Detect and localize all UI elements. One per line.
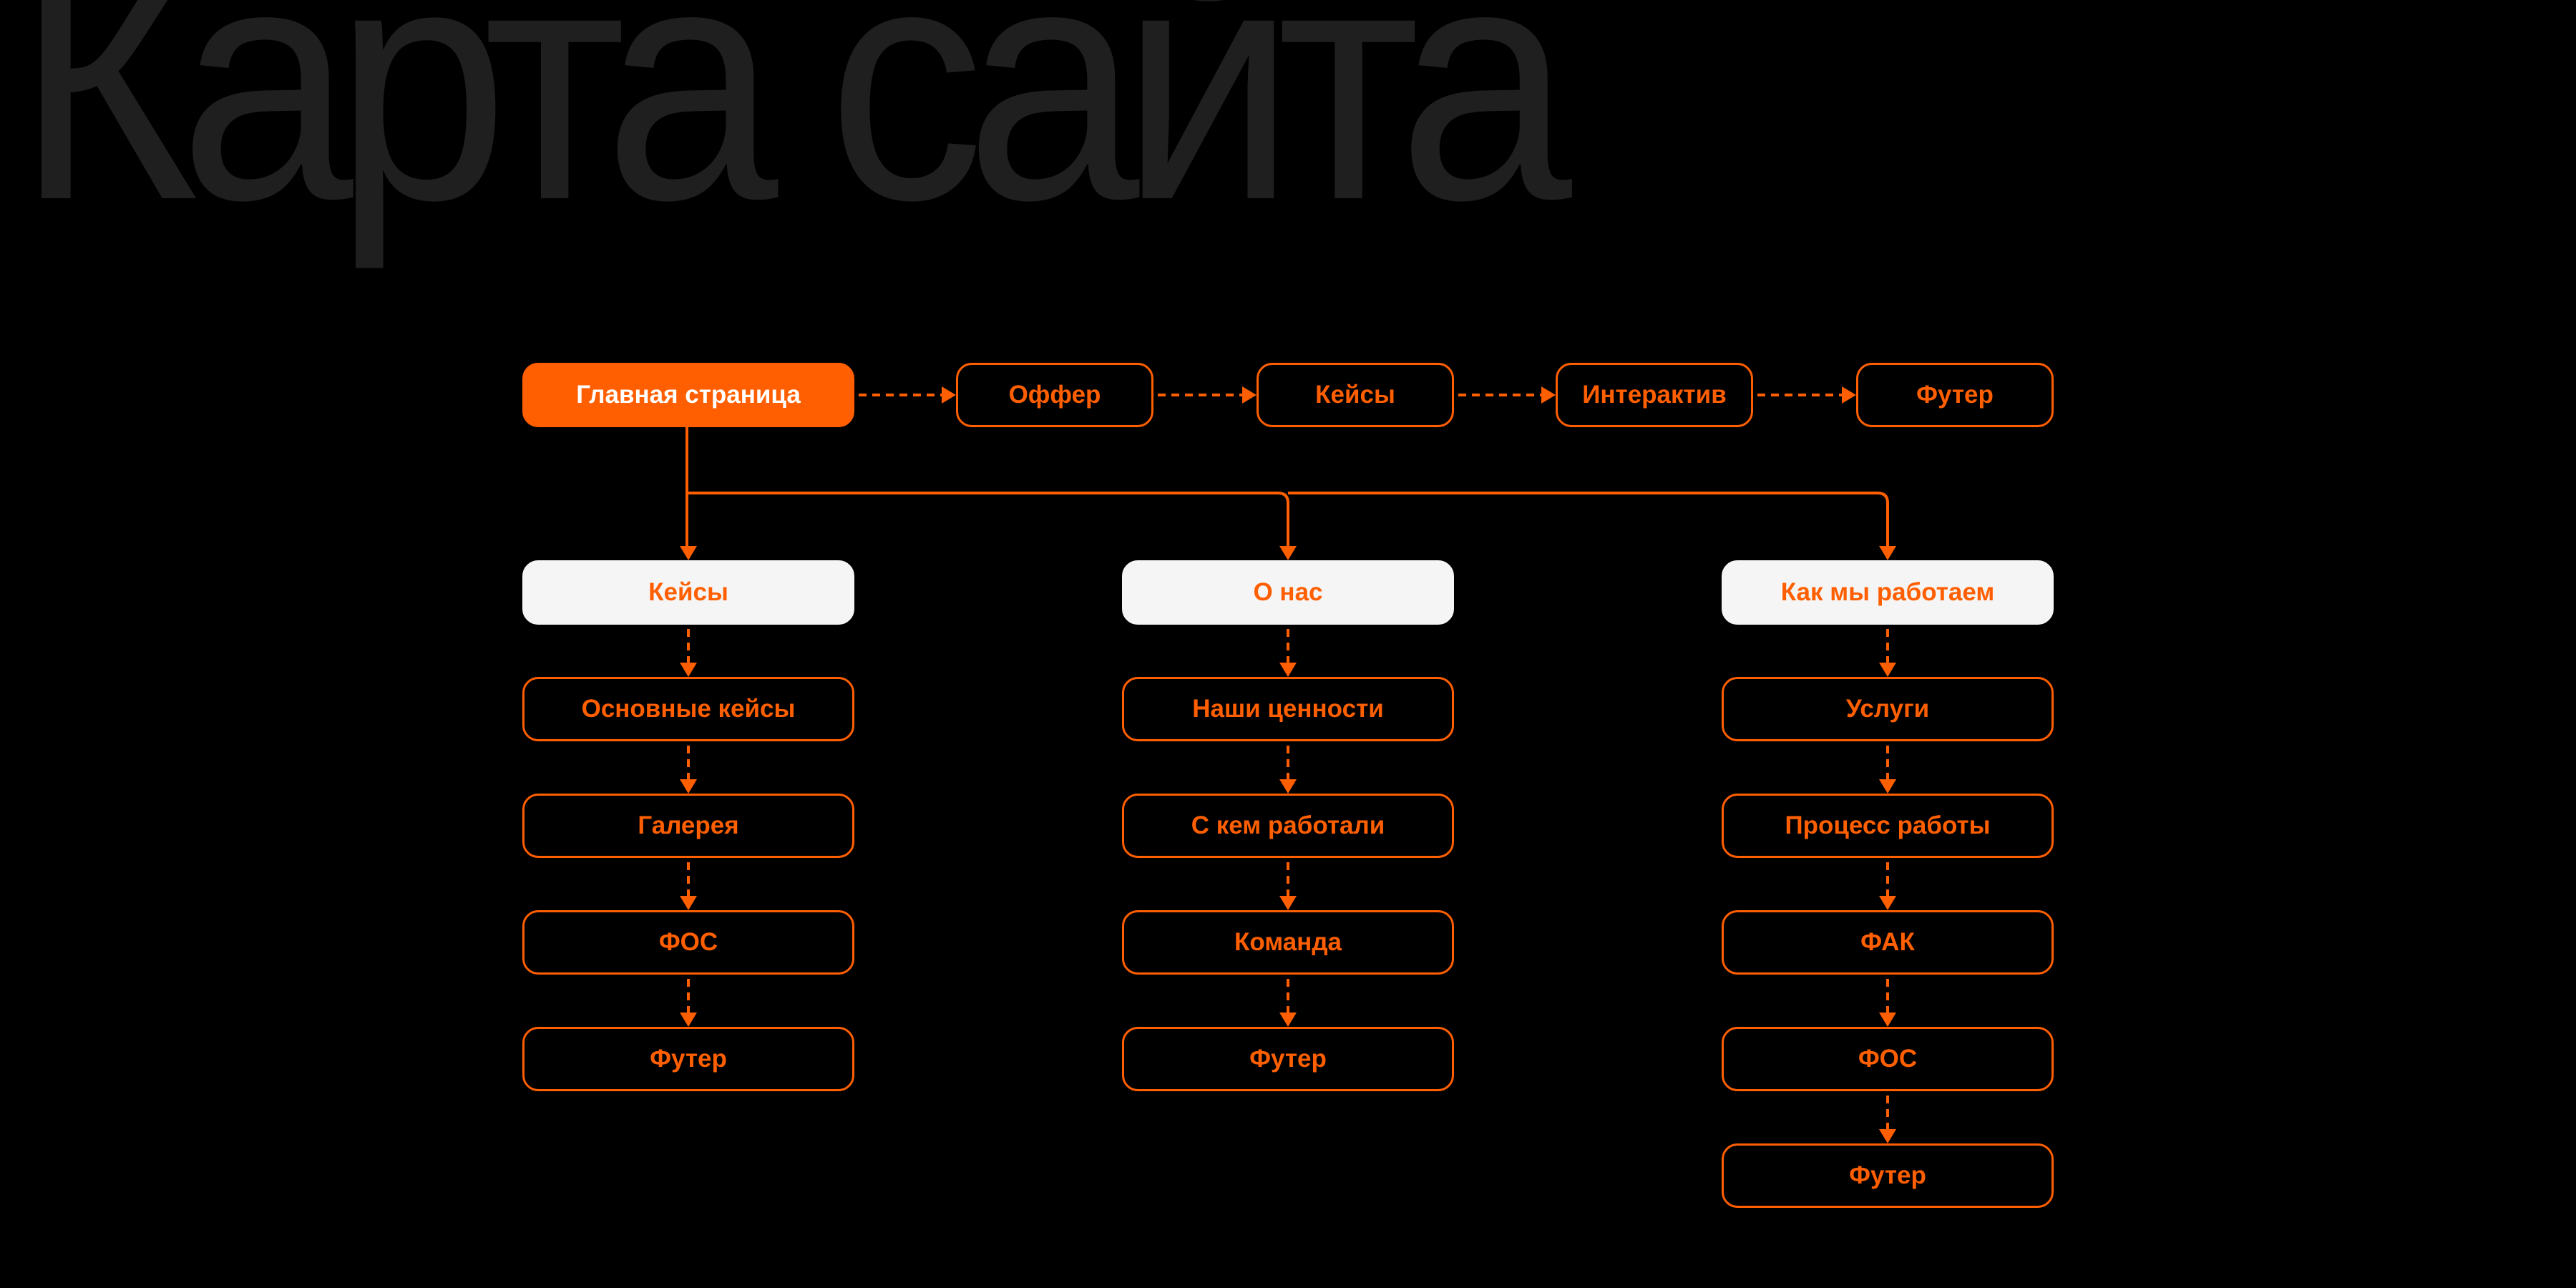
section-node-label: О нас bbox=[1253, 578, 1323, 606]
main-page-node[interactable]: Главная страница bbox=[522, 363, 854, 427]
page-block-node-label: Футер bbox=[1849, 1161, 1926, 1189]
tree-connector bbox=[1288, 492, 1889, 546]
page-block-node[interactable]: Процесс работы bbox=[1722, 794, 2054, 858]
tree-connector bbox=[687, 492, 1289, 546]
arrow-head-icon bbox=[1541, 386, 1556, 404]
page-block-node-label: Галерея bbox=[638, 811, 739, 839]
arrow-head-icon bbox=[1879, 663, 1896, 677]
page-block-node[interactable]: ФОС bbox=[522, 910, 854, 975]
page-block-node-label: ФОС bbox=[1858, 1045, 1918, 1073]
top-flow-node[interactable]: Интерактив bbox=[1556, 363, 1753, 427]
arrow-head-icon bbox=[680, 1013, 697, 1027]
arrow-head-icon bbox=[1279, 896, 1297, 910]
arrow-head-icon bbox=[680, 663, 697, 677]
arrow-head-icon bbox=[1879, 546, 1896, 560]
arrow-head-icon bbox=[1279, 663, 1297, 677]
section-node[interactable]: О нас bbox=[1122, 560, 1454, 625]
page-block-node[interactable]: Футер bbox=[522, 1027, 854, 1091]
arrow-head-icon bbox=[680, 896, 697, 910]
arrow-head-icon bbox=[1842, 386, 1856, 404]
page-block-node-label: Футер bbox=[1249, 1045, 1327, 1073]
page-block-node[interactable]: Основные кейсы bbox=[522, 677, 854, 741]
arrow-head-icon bbox=[680, 546, 697, 560]
page-block-node-label: ФОС bbox=[658, 928, 718, 956]
arrow-head-icon bbox=[1279, 546, 1297, 560]
page-title: Карта сайта bbox=[16, 0, 1572, 270]
section-node-label: Как мы работаем bbox=[1780, 578, 1995, 606]
arrow-head-icon bbox=[1879, 896, 1896, 910]
page-block-node-label: Процесс работы bbox=[1785, 811, 1991, 839]
page-block-node[interactable]: Команда bbox=[1122, 910, 1454, 975]
arrow-head-icon bbox=[1279, 779, 1297, 794]
arrow-head-icon bbox=[1879, 779, 1896, 794]
arrow-head-icon bbox=[1879, 1013, 1896, 1027]
top-flow-node[interactable]: Кейсы bbox=[1257, 363, 1454, 427]
page-block-node[interactable]: ФОС bbox=[1722, 1027, 2054, 1091]
page-block-node[interactable]: Футер bbox=[1722, 1143, 2054, 1208]
page-block-node-label: ФАК bbox=[1860, 928, 1915, 956]
page-block-node[interactable]: Услуги bbox=[1722, 677, 2054, 741]
top-flow-node-label: Футер bbox=[1916, 381, 1994, 409]
top-flow-node[interactable]: Оффер bbox=[956, 363, 1153, 427]
top-flow-node-label: Кейсы bbox=[1315, 381, 1395, 409]
top-flow-node-label: Интерактив bbox=[1582, 381, 1727, 409]
page-block-node-label: Наши ценности bbox=[1192, 695, 1384, 723]
page-block-node[interactable]: Футер bbox=[1122, 1027, 1454, 1091]
main-page-node-label: Главная страница bbox=[576, 381, 801, 409]
page-block-node-label: Основные кейсы bbox=[581, 695, 796, 723]
top-flow-node-label: Оффер bbox=[1008, 381, 1101, 409]
arrow-head-icon bbox=[1279, 1013, 1297, 1027]
arrow-head-icon bbox=[942, 386, 956, 404]
page-block-node[interactable]: ФАК bbox=[1722, 910, 2054, 975]
page-block-node-label: С кем работали bbox=[1191, 811, 1385, 839]
section-node[interactable]: Кейсы bbox=[522, 560, 854, 625]
page-block-node[interactable]: Наши ценности bbox=[1122, 677, 1454, 741]
arrow-head-icon bbox=[680, 779, 697, 794]
page-block-node-label: Футер bbox=[650, 1045, 727, 1073]
page-block-node-label: Услуги bbox=[1845, 695, 1930, 723]
arrow-head-icon bbox=[1879, 1129, 1896, 1143]
section-node-label: Кейсы bbox=[648, 578, 728, 606]
arrow-head-icon bbox=[1242, 386, 1257, 404]
page-block-node-label: Команда bbox=[1234, 928, 1342, 956]
top-flow-node[interactable]: Футер bbox=[1856, 363, 2054, 427]
page-block-node[interactable]: С кем работали bbox=[1122, 794, 1454, 858]
section-node[interactable]: Как мы работаем bbox=[1722, 560, 2054, 625]
page-block-node[interactable]: Галерея bbox=[522, 794, 854, 858]
